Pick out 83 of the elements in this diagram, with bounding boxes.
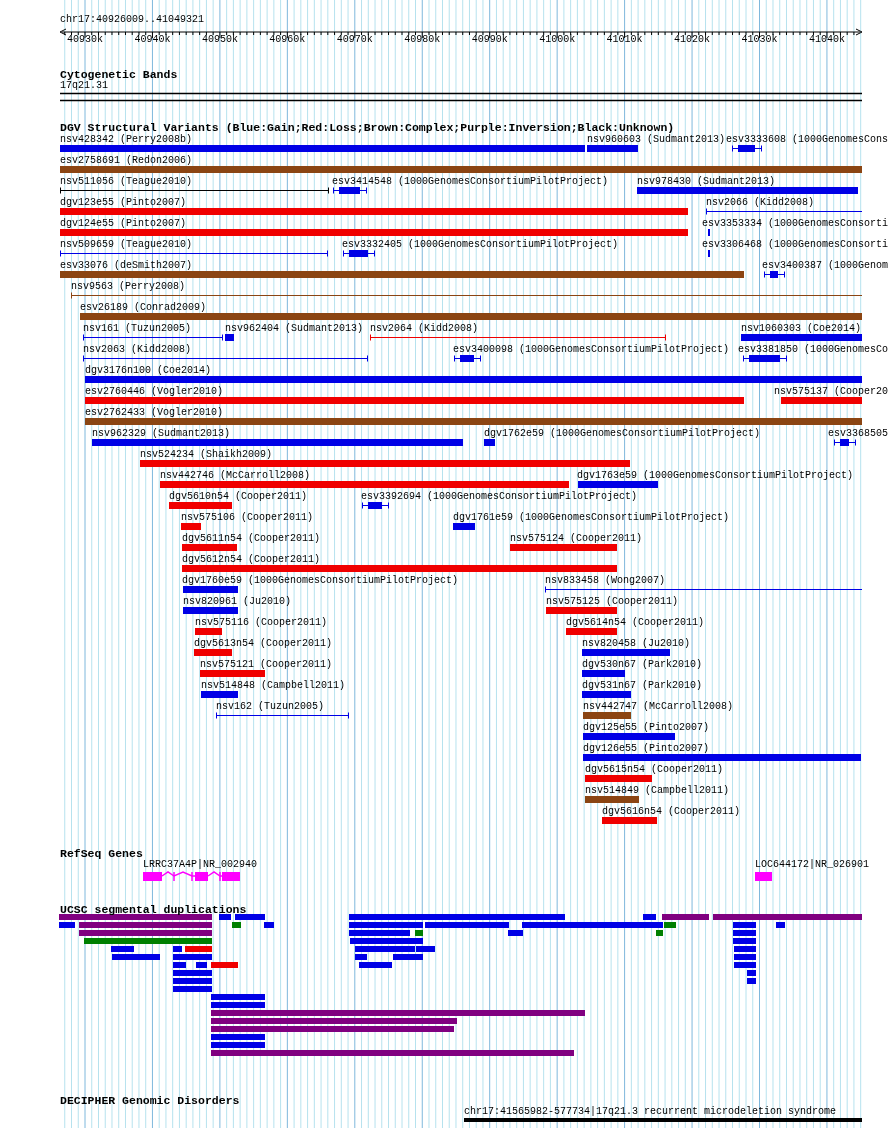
variant-label: nsv509659 (Teague2010) [60,239,193,251]
variant-label: nsv2063 (Kidd2008) [83,344,192,356]
coordinate-label: chr17:40926009..41049321 [60,14,205,26]
variant-label: nsv575125 (Cooper2011) [546,596,679,608]
axis-tick-label: 41040k [808,34,845,46]
variant-label: dgv531n67 (Park2010) [582,680,703,692]
variant-label: nsv2066 (Kidd2008) [706,197,815,209]
track-title: DGV Structural Variants (Blue:Gain;Red:Loss;Brown:Complex;Purple:Inversion;Black:Unknown) [60,120,675,134]
axis-tick-label: 41010k [606,34,643,46]
track-title: DECIPHER Genomic Disorders [60,1093,240,1107]
axis-tick-label: 41000k [539,34,576,46]
axis-tick-label: 40950k [201,34,238,46]
variant-label: nsv511056 (Teague2010) [60,176,193,188]
axis-tick-label: 40980k [404,34,441,46]
variant-label: nsv960603 (Sudmant2013) [587,134,726,146]
variant-label: esv3332405 (1000GenomesConsortiumPilotProject) [342,239,619,251]
variant-label: dgv5610n54 (Cooper2011) [169,491,308,503]
variant-label: dgv5615n54 (Cooper2011) [585,764,724,776]
variant-label: esv3333608 (1000GenomesCons [725,134,888,146]
variant-label: dgv5616n54 (Cooper2011) [602,806,741,818]
variant-label: dgv1763e59 (1000GenomesConsortiumPilotProject) [577,470,854,482]
gene-label: LOC644172|NR_026901 [755,859,870,871]
axis-tick-label: 40990k [471,34,508,46]
variant-label: dgv1762e59 (1000GenomesConsortiumPilotProject) [484,428,761,440]
track-title: UCSC segmental duplications [60,902,247,916]
variant-label: nsv2064 (Kidd2008) [370,323,479,335]
variant-label: esv33076 (deSmith2007) [60,260,193,272]
variant-label: esv3306468 (1000GenomesConsorti [701,239,888,251]
variant-label: nsv833458 (Wong2007) [545,575,666,587]
variant-label: dgv123e55 (Pinto2007) [60,197,187,209]
band-label: 17q21.31 [60,80,108,92]
variant-label: dgv5613n54 (Cooper2011) [194,638,333,650]
variant-label: esv2758691 (Redon2006) [60,155,193,167]
variant-label: nsv442746 (McCarroll2008) [160,470,311,482]
variant-label: dgv126e55 (Pinto2007) [583,743,710,755]
variant-label: nsv428342 (Perry2008b) [60,134,193,146]
variant-label: nsv442747 (McCarroll2008) [583,701,734,713]
variant-label: nsv514848 (Campbell2011) [201,680,346,692]
variant-label: dgv1760e59 (1000GenomesConsortiumPilotProject) [182,575,459,587]
disorder-label: chr17:41565982-577734|17q21.3 recurrent microdeletion syndrome [464,1106,837,1118]
variant-label: dgv1761e59 (1000GenomesConsortiumPilotProject) [453,512,730,524]
variant-label: nsv162 (Tuzun2005) [216,701,325,713]
variant-label: dgv530n67 (Park2010) [582,659,703,671]
variant-label: nsv514849 (Campbell2011) [585,785,730,797]
variant-label: esv2760446 (Vogler2010) [85,386,224,398]
variant-label: nsv161 (Tuzun2005) [83,323,192,335]
variant-label: nsv978430 (Sudmant2013) [637,176,776,188]
variant-label: dgv3176n100 (Coe2014) [85,365,212,377]
axis-tick-label: 40930k [67,34,103,46]
gene-label: LRRC37A4P|NR_002940 [143,859,258,871]
variant-label: esv2762433 (Vogler2010) [85,407,224,419]
variant-label: nsv1060303 (Coe2014) [741,323,862,335]
variant-label: esv26189 (Conrad2009) [80,302,207,314]
variant-label: nsv575121 (Cooper2011) [200,659,333,671]
variant-label: dgv124e55 (Pinto2007) [60,218,187,230]
variant-label: nsv575116 (Cooper2011) [195,617,328,629]
variant-label: nsv9563 (Perry2008) [71,281,186,293]
variant-label: esv3353334 (1000GenomesConsorti [701,218,888,230]
axis-tick-label: 40940k [134,34,171,46]
track-title: Cytogenetic Bands [60,67,178,81]
variant-label: esv3368505 [828,428,888,440]
variant-label: esv3381850 (1000GenomesCo [737,344,888,356]
variant-label: nsv962329 (Sudmant2013) [92,428,231,440]
variant-label: nsv575106 (Cooper2011) [181,512,314,524]
variant-label: dgv125e55 (Pinto2007) [583,722,710,734]
track-title: RefSeq Genes [60,846,143,860]
variant-label: nsv575124 (Cooper2011) [510,533,643,545]
axis-tick-label: 40970k [336,34,373,46]
variant-label: esv3400098 (1000GenomesConsortiumPilotProject) [453,344,730,356]
variant-label: dgv5614n54 (Cooper2011) [566,617,705,629]
axis-tick-label: 41030k [741,34,778,46]
axis-tick-label: 41020k [674,34,711,46]
variant-label: esv3400387 (1000Genom [761,260,888,272]
variant-label: dgv5611n54 (Cooper2011) [182,533,321,545]
variant-label: nsv962404 (Sudmant2013) [225,323,364,335]
variant-label: nsv820961 (Ju2010) [183,596,292,608]
variant-label: esv3392694 (1000GenomesConsortiumPilotProject) [361,491,638,503]
variant-label: esv3414548 (1000GenomesConsortiumPilotProject) [332,176,609,188]
variant-label: nsv524234 (Shaikh2009) [140,449,273,461]
variant-label: nsv575137 (Cooper20 [773,386,888,398]
variant-label: dgv5612n54 (Cooper2011) [182,554,321,566]
variant-label: nsv820458 (Ju2010) [582,638,691,650]
axis-tick-label: 40960k [269,34,306,46]
